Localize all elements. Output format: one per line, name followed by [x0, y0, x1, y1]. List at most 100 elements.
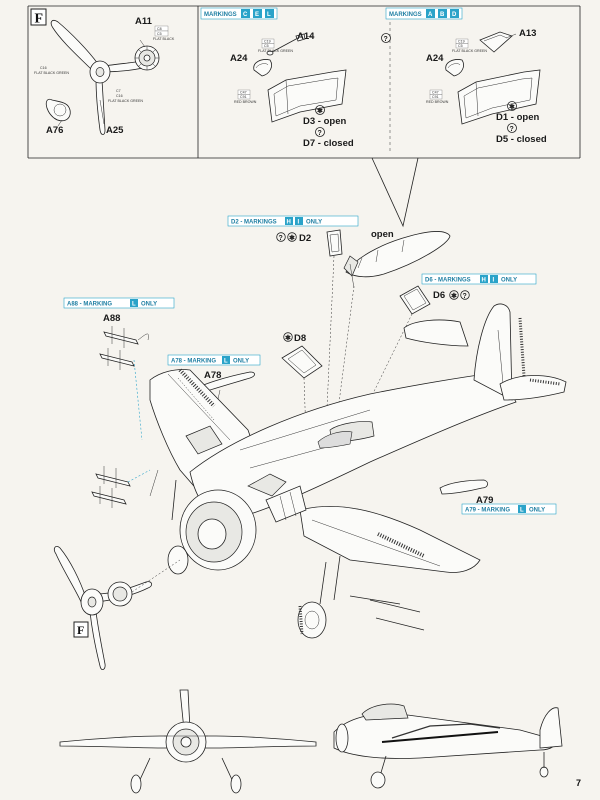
paint-symbol-icon: [449, 290, 459, 300]
page-number: 7: [576, 778, 581, 788]
a78-markings-box: A78 - MARKING L ONLY: [167, 354, 261, 366]
armor-glass-part-d8: [281, 345, 323, 379]
label-d6: D6: [433, 290, 445, 301]
markings-cel-inset: MARKINGS C E L C19 C5 FLAT BLACK GREE: [200, 7, 354, 149]
label-a25: A25: [106, 125, 124, 136]
svg-text:✱: ✱: [451, 292, 457, 300]
svg-text:?: ?: [279, 235, 283, 242]
windscreen-part-d2: [326, 229, 343, 257]
d6-box-suffix: ONLY: [501, 278, 517, 284]
fairing-part-a79: [439, 479, 488, 495]
code-hub-2: C16: [116, 94, 123, 98]
armor-plate-part-d6: [399, 285, 431, 315]
a79-box-letter: L: [520, 508, 524, 514]
d2-markings-box: D2 - MARKINGS H I ONLY: [227, 215, 359, 227]
a79-box-prefix: A79 - MARKING: [465, 508, 510, 514]
svg-text:?: ?: [384, 36, 388, 43]
cel-label-a14: A14: [297, 31, 315, 42]
a78-box-prefix: A78 - MARKING: [171, 359, 216, 365]
code-prop-2: FLAT BLACK GREEN: [34, 71, 69, 75]
abd-label-d5: D5 - closed: [496, 134, 547, 145]
markings-abd-inset: MARKINGS A B D C19 C5 FLAT BLACK GREEN C…: [385, 7, 547, 145]
d2-box-prefix: D2 - MARKINGS: [231, 220, 277, 226]
svg-text:?: ?: [463, 293, 467, 300]
cel-letter-2: E: [255, 12, 259, 18]
section-letter-small: F: [77, 623, 84, 637]
abd-header: MARKINGS: [389, 12, 422, 18]
cooling-fan-part: [134, 45, 160, 71]
code-hub-1: C7: [116, 89, 121, 93]
abd-label-d1: D1 - open: [496, 112, 539, 123]
code-a11-bottom: C5: [157, 32, 162, 36]
a88-box-prefix: A88 - MARKING: [67, 302, 112, 308]
d6-box-letter-1: H: [482, 278, 486, 284]
section-badge: F: [30, 8, 47, 27]
cel-code-4: C91: [240, 95, 247, 99]
d6-box-letter-2: I: [493, 278, 495, 284]
side-view-aircraft: [333, 703, 563, 789]
a88-box-letter: L: [132, 302, 136, 308]
paint-symbol-icon: [283, 332, 293, 342]
cel-note-2: RED BROWN: [234, 100, 257, 104]
label-a11: A11: [135, 16, 153, 27]
cel-note-1: FLAT BLACK GREEN: [258, 49, 293, 53]
code-hub-note: FLAT BLACK GREEN: [108, 99, 143, 103]
abd-code-4: C91: [432, 95, 439, 99]
abd-letter-2: B: [440, 12, 445, 18]
svg-text:✱: ✱: [317, 107, 323, 115]
cel-label-d7: D7 - closed: [303, 138, 354, 149]
svg-text:?: ?: [510, 126, 514, 133]
d2-box-letter-1: H: [287, 220, 291, 226]
a78-box-suffix: ONLY: [233, 359, 249, 365]
propeller-inset: C8 C5 FLAT BLACK C16 FLAT BLACK GREEN C7…: [34, 16, 175, 136]
canopy-frame-part: [267, 69, 347, 123]
optional-part-icon: [276, 232, 286, 242]
wheel-tread: [298, 605, 304, 635]
label-d2: D2: [299, 233, 311, 244]
optional-part-icon: [381, 33, 391, 43]
paint-symbol-icon: [507, 101, 517, 111]
abd-note-2: RED BROWN: [426, 100, 449, 104]
paint-symbol-icon: [287, 232, 297, 242]
abd-code-2: C5: [458, 44, 463, 48]
d2-box-suffix: ONLY: [306, 220, 322, 226]
d6-markings-box: D6 - MARKINGS H I ONLY: [421, 273, 537, 285]
antenna-parts-a88: [91, 326, 151, 508]
code-prop-1: C16: [40, 66, 47, 70]
abd-note-1: FLAT BLACK GREEN: [452, 49, 487, 53]
a79-markings-box: A79 - MARKING L ONLY: [461, 503, 557, 515]
canopy-frame-part: [457, 69, 541, 125]
svg-text:✱: ✱: [289, 234, 295, 242]
label-a76: A76: [46, 125, 63, 136]
label-a88: A88: [103, 313, 120, 324]
optional-part-icon: [315, 127, 325, 137]
a79-box-suffix: ONLY: [529, 508, 545, 514]
tail-hatching: [518, 317, 561, 386]
paint-symbol-icon: [315, 105, 325, 115]
a88-markings-box: A88 - MARKING L ONLY: [63, 297, 175, 309]
aircraft-main-view: [149, 303, 567, 639]
cel-letter-1: C: [243, 12, 248, 18]
cel-code-1: C19: [264, 40, 271, 44]
svg-text:✱: ✱: [509, 103, 515, 111]
abd-label-a13: A13: [519, 28, 536, 39]
optional-part-icon: [460, 290, 470, 300]
abd-code-3: C47: [432, 91, 439, 95]
spinner-cap-part: [45, 98, 71, 122]
main-propeller: [53, 546, 181, 670]
section-letter: F: [35, 12, 44, 27]
label-a79: A79: [476, 495, 493, 506]
rod-part-a14: [266, 33, 313, 56]
cel-header: MARKINGS: [204, 12, 237, 18]
svg-text:?: ?: [318, 130, 322, 137]
flap-hatching: [377, 532, 425, 558]
cel-label-a24: A24: [230, 53, 248, 64]
headrest-part-a24: [253, 59, 272, 77]
cel-code-2: C5: [264, 44, 269, 48]
canopy-part: [343, 231, 451, 289]
svg-text:✱: ✱: [285, 334, 291, 342]
d6-box-prefix: D6 - MARKINGS: [425, 278, 471, 284]
flap-hatching: [178, 368, 216, 408]
